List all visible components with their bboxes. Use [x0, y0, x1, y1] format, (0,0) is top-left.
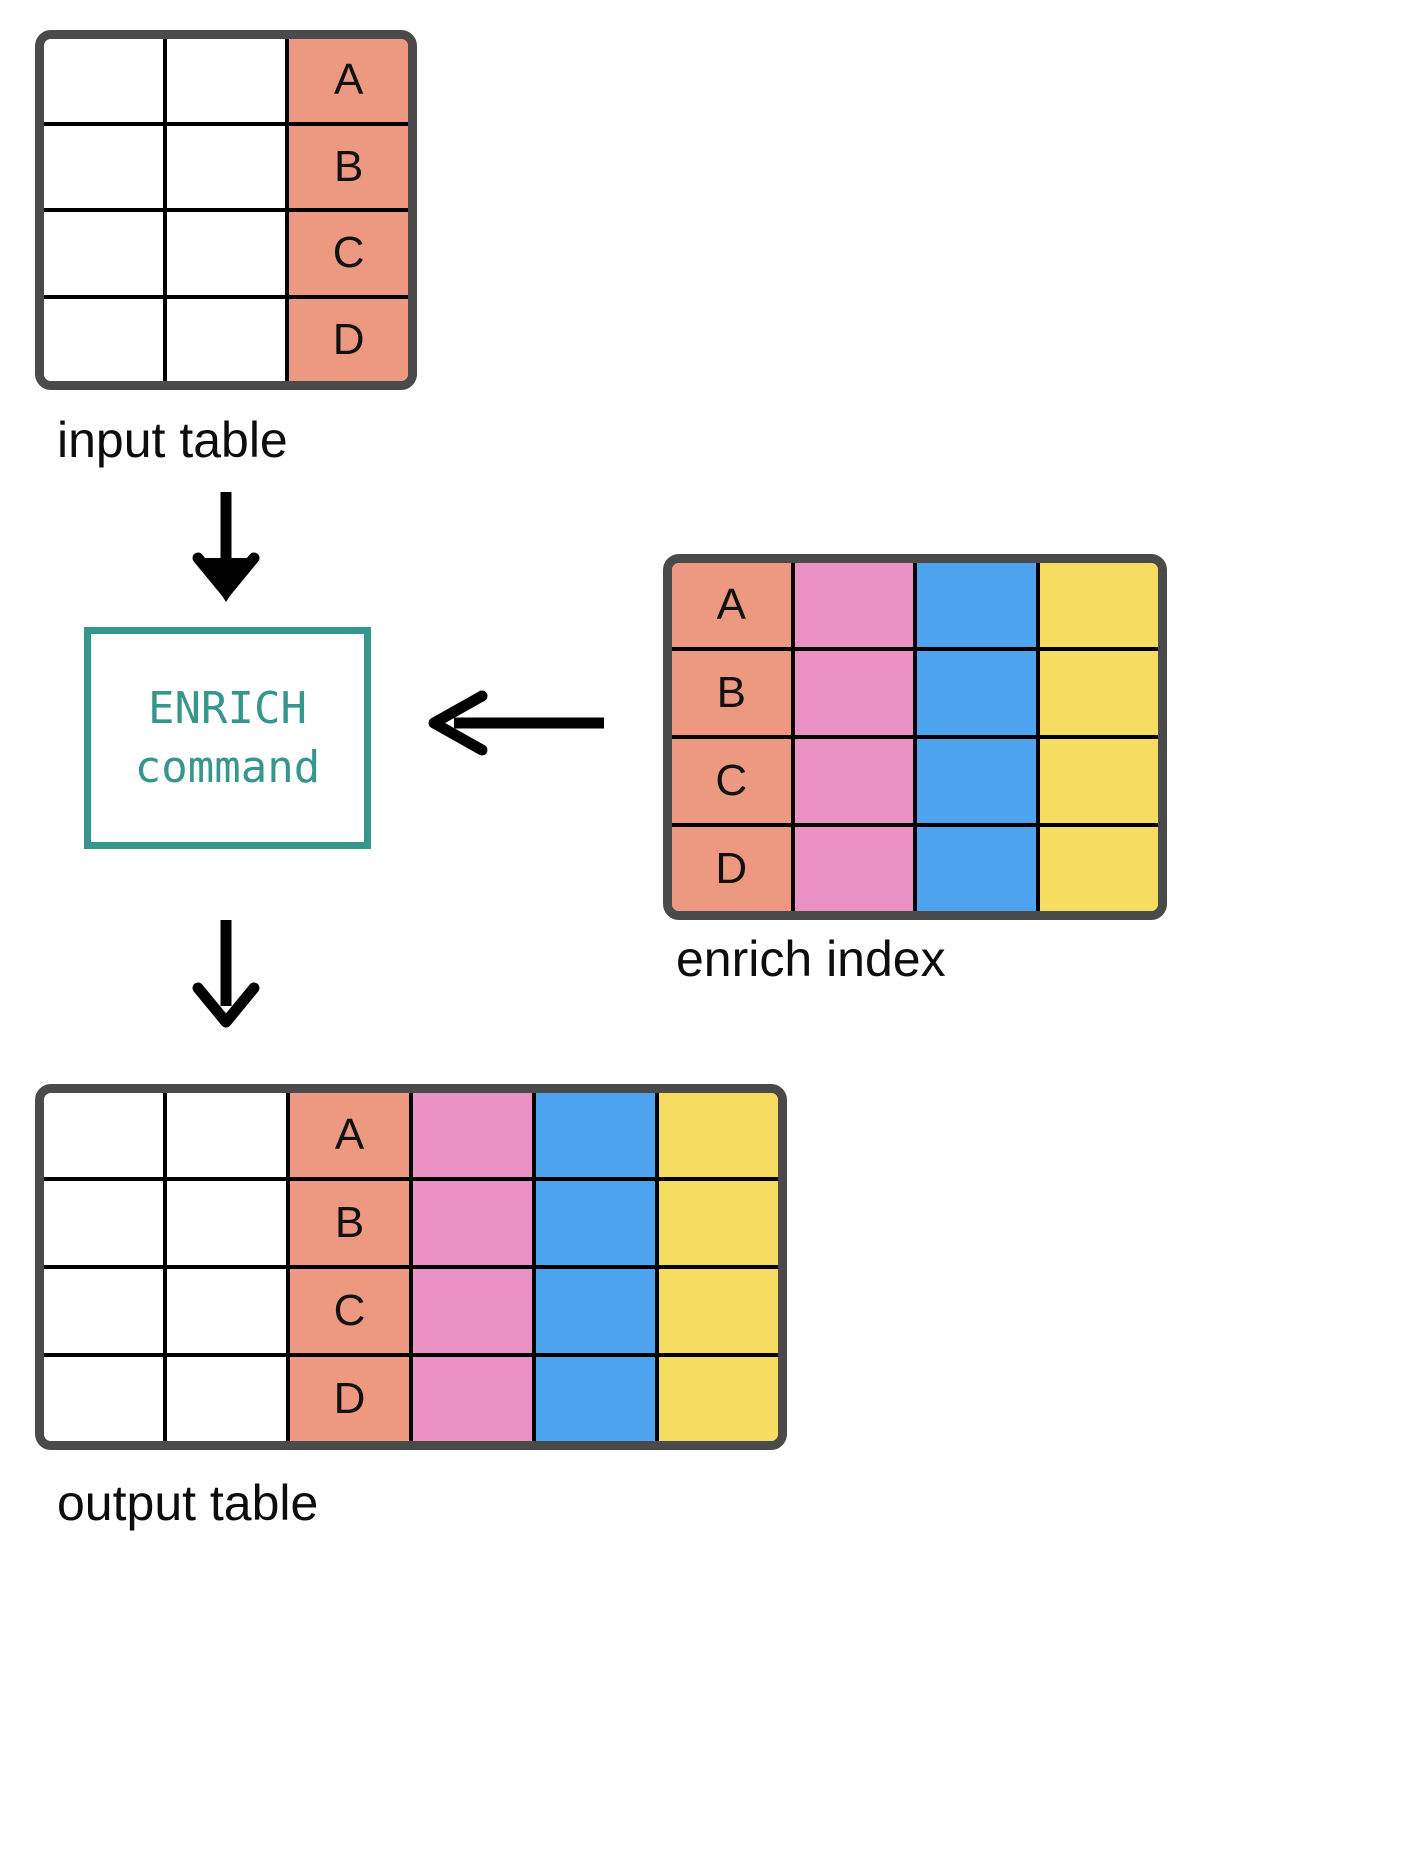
table-cell: [163, 1181, 286, 1265]
table-cell: [44, 1357, 163, 1441]
table-cell: [44, 1181, 163, 1265]
table-cell-field: [1035, 563, 1158, 647]
table-cell-field: [655, 1357, 778, 1441]
table-cell: [163, 1357, 286, 1441]
input-table: A B C D: [35, 30, 417, 390]
table-cell-field: [409, 1357, 532, 1441]
table-cell: [44, 39, 163, 122]
table-row: B: [672, 647, 1158, 735]
table-cell-field: [409, 1093, 532, 1177]
table-cell: [44, 1093, 163, 1177]
table-row: D: [44, 294, 408, 381]
table-cell-field: [790, 651, 913, 735]
table-cell: [44, 298, 163, 381]
table-row: A: [44, 39, 408, 122]
table-row: D: [672, 823, 1158, 911]
table-cell: [162, 298, 286, 381]
arrow-index-to-command-icon: [428, 690, 604, 756]
table-cell-field: [790, 739, 913, 823]
table-cell: [162, 125, 286, 208]
table-cell: [44, 212, 163, 295]
table-cell-key: B: [285, 125, 408, 208]
input-table-caption: input table: [57, 412, 288, 468]
table-cell-field: [790, 563, 913, 647]
table-cell-field: [1035, 739, 1158, 823]
table-cell-field: [532, 1093, 655, 1177]
table-row: B: [44, 121, 408, 208]
table-cell-field: [409, 1269, 532, 1353]
output-table: A B C D: [35, 1084, 787, 1450]
table-cell: [163, 1093, 286, 1177]
arrow-command-to-output-icon: [192, 920, 260, 1028]
table-cell-field: [790, 827, 913, 911]
table-cell-key: A: [285, 39, 408, 122]
enrich-command-line-1: ENRICH: [148, 682, 307, 734]
enrich-command-line-2: command: [134, 742, 321, 793]
table-cell-field: [913, 651, 1036, 735]
table-cell-field: [913, 739, 1036, 823]
table-cell-key: C: [285, 212, 408, 295]
output-table-caption: output table: [57, 1475, 319, 1531]
enrich-index-table: A B C D: [663, 554, 1167, 920]
table-cell-key: D: [672, 827, 791, 911]
table-cell-field: [655, 1269, 778, 1353]
table-cell-field: [913, 827, 1036, 911]
table-cell-key: C: [672, 739, 791, 823]
table-cell-field: [532, 1357, 655, 1441]
table-cell-key: C: [286, 1269, 409, 1353]
enrich-command-box[interactable]: ENRICH command: [84, 627, 371, 849]
table-cell-field: [532, 1181, 655, 1265]
table-cell: [162, 212, 286, 295]
table-row: B: [44, 1177, 778, 1265]
table-cell-key: A: [286, 1093, 409, 1177]
table-cell: [44, 125, 163, 208]
table-cell-field: [409, 1181, 532, 1265]
table-cell: [163, 1269, 286, 1353]
table-cell-field: [655, 1181, 778, 1265]
table-row: D: [44, 1353, 778, 1441]
table-row: C: [44, 208, 408, 295]
table-cell-key: D: [286, 1357, 409, 1441]
table-row: C: [44, 1265, 778, 1353]
table-cell-key: A: [672, 563, 791, 647]
table-row: A: [44, 1093, 778, 1177]
table-cell-field: [532, 1269, 655, 1353]
table-cell-key: B: [286, 1181, 409, 1265]
table-cell-key: D: [285, 298, 408, 381]
table-cell: [44, 1269, 163, 1353]
table-cell-field: [913, 563, 1036, 647]
table-cell-field: [655, 1093, 778, 1177]
arrow-input-to-command-icon: [192, 492, 260, 602]
table-cell-field: [1035, 827, 1158, 911]
table-cell-key: B: [672, 651, 791, 735]
table-cell: [162, 39, 286, 122]
enrich-index-caption: enrich index: [676, 931, 946, 987]
table-row: C: [672, 735, 1158, 823]
table-cell-field: [1035, 651, 1158, 735]
table-row: A: [672, 563, 1158, 647]
